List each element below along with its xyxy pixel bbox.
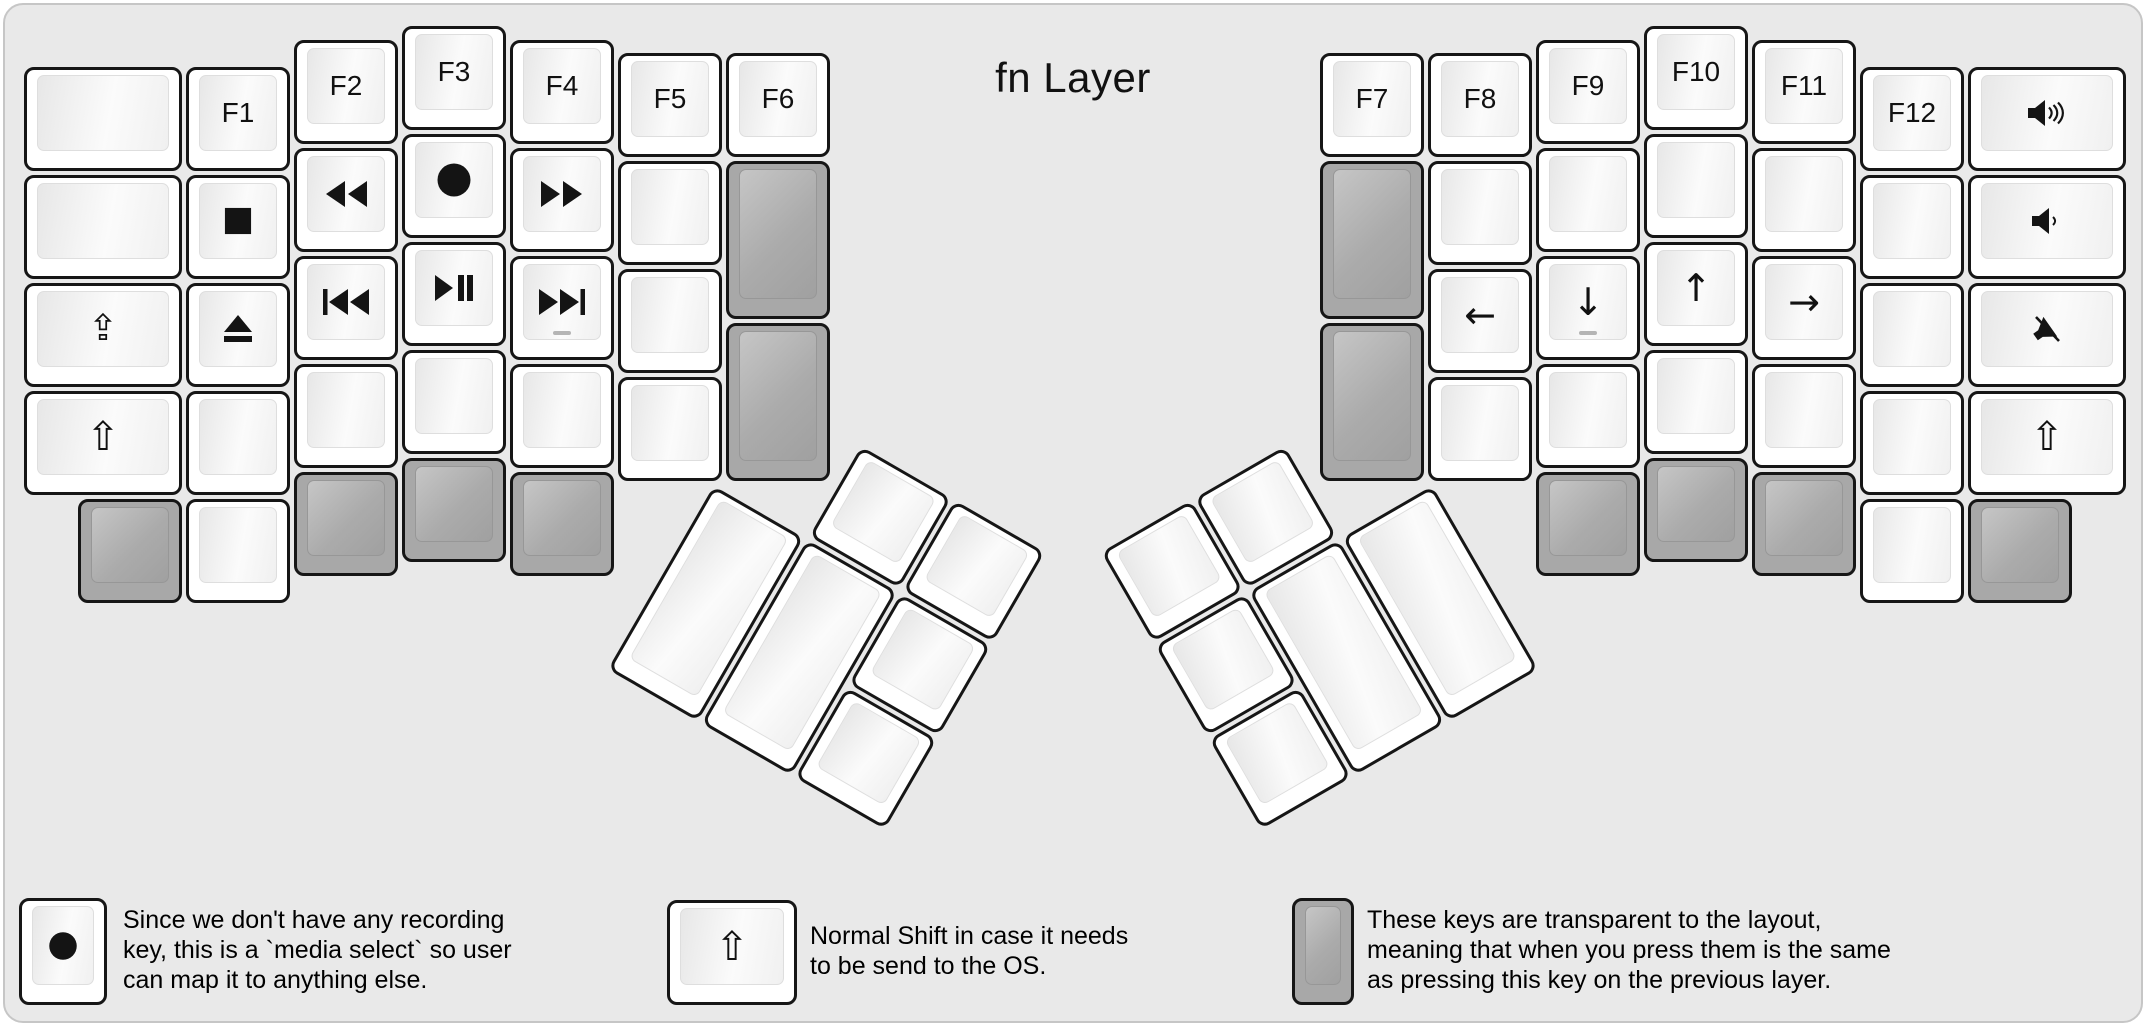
shift-icon: ⇧ xyxy=(2030,413,2064,460)
blank-key[interactable] xyxy=(402,350,506,454)
blank-key[interactable] xyxy=(24,174,182,279)
f5-key[interactable]: F5 xyxy=(618,53,722,157)
key-label: F5 xyxy=(653,83,687,114)
transparent-key[interactable] xyxy=(78,498,182,603)
volume-down-icon xyxy=(2030,206,2064,236)
arrow-down-key[interactable]: ↓ xyxy=(1536,255,1640,360)
arrow-left-icon: ← xyxy=(1464,293,1496,337)
transparent-key[interactable] xyxy=(726,161,830,319)
record-key[interactable] xyxy=(402,134,506,238)
play-pause-icon xyxy=(434,274,474,302)
blank-key[interactable] xyxy=(1644,350,1748,454)
f2-key[interactable]: F2 xyxy=(294,39,398,144)
f3-key[interactable]: F3 xyxy=(402,26,506,130)
f6-key[interactable]: F6 xyxy=(726,53,830,157)
key-label: F12 xyxy=(1887,96,1937,128)
transparent-key[interactable] xyxy=(1536,471,1640,576)
stop-key[interactable] xyxy=(186,174,290,279)
eject-key[interactable] xyxy=(186,282,290,387)
key-label: F11 xyxy=(1780,69,1828,101)
shift-key[interactable]: ⇧ xyxy=(24,390,182,495)
key-label: F8 xyxy=(1463,83,1497,114)
blank-key[interactable] xyxy=(294,363,398,468)
mute-icon xyxy=(2029,313,2065,345)
transparent-key[interactable] xyxy=(1752,471,1856,576)
key-label: F10 xyxy=(1671,56,1721,87)
arrow-up-icon: ↑ xyxy=(1680,266,1712,310)
f7-key[interactable]: F7 xyxy=(1320,53,1424,157)
blank-key[interactable] xyxy=(1860,390,1964,495)
stop-icon xyxy=(224,207,252,235)
shift-icon: ⇧ xyxy=(86,413,120,460)
caps-lock-key[interactable]: ⇪ xyxy=(24,282,182,387)
blank-key[interactable] xyxy=(1428,161,1532,265)
blank-key[interactable] xyxy=(618,377,722,481)
transparent-key[interactable] xyxy=(1320,323,1424,481)
blank-key[interactable] xyxy=(1752,363,1856,468)
blank-key[interactable] xyxy=(1428,377,1532,481)
volume-up-icon xyxy=(2026,98,2068,128)
blank-key[interactable] xyxy=(510,363,614,468)
f1-key[interactable]: F1 xyxy=(186,66,290,171)
volume-up-key[interactable] xyxy=(1968,66,2126,171)
blank-key[interactable] xyxy=(1860,174,1964,279)
key-label: F1 xyxy=(221,96,255,128)
blank-key[interactable] xyxy=(1536,147,1640,252)
transparent-key[interactable] xyxy=(726,323,830,481)
blank-key[interactable] xyxy=(24,66,182,171)
layer-title: fn Layer xyxy=(995,54,1151,101)
blank-key[interactable] xyxy=(1860,282,1964,387)
fast-forward-icon xyxy=(540,180,584,208)
previous-track-icon xyxy=(322,288,370,316)
key-label: F7 xyxy=(1355,83,1389,114)
arrow-right-icon: → xyxy=(1788,279,1820,324)
key-label: F9 xyxy=(1571,69,1605,101)
rewind-icon xyxy=(324,180,368,208)
transparent-key[interactable] xyxy=(294,471,398,576)
arrow-down-icon: ↓ xyxy=(1572,279,1604,324)
transparent-key[interactable] xyxy=(510,471,614,576)
blank-key[interactable] xyxy=(1752,147,1856,252)
transparent-key[interactable] xyxy=(1968,498,2072,603)
f8-key[interactable]: F8 xyxy=(1428,53,1532,157)
caps-lock-icon: ⇪ xyxy=(87,307,119,349)
f12-key[interactable]: F12 xyxy=(1860,66,1964,171)
key-label: F2 xyxy=(329,69,363,101)
key-label: F4 xyxy=(545,69,579,101)
play-pause-key[interactable] xyxy=(402,242,506,346)
next-track-icon xyxy=(538,288,586,316)
volume-down-key[interactable] xyxy=(1968,174,2126,279)
next-track-key[interactable] xyxy=(510,255,614,360)
transparent-key[interactable] xyxy=(1644,458,1748,562)
blank-key[interactable] xyxy=(186,390,290,495)
previous-track-key[interactable] xyxy=(294,255,398,360)
blank-key[interactable] xyxy=(1536,363,1640,468)
fast-forward-key[interactable] xyxy=(510,147,614,252)
homing-bar xyxy=(1579,330,1597,335)
blank-key[interactable] xyxy=(618,161,722,265)
transparent-key[interactable] xyxy=(402,458,506,562)
record-icon xyxy=(436,162,472,198)
transparent-key[interactable] xyxy=(1320,161,1424,319)
blank-key[interactable] xyxy=(186,498,290,603)
key-label: F6 xyxy=(761,83,795,114)
f9-key[interactable]: F9 xyxy=(1536,39,1640,144)
mute-key[interactable] xyxy=(1968,282,2126,387)
blank-key[interactable] xyxy=(1860,498,1964,603)
rewind-key[interactable] xyxy=(294,147,398,252)
arrow-right-key[interactable]: → xyxy=(1752,255,1856,360)
eject-icon xyxy=(221,314,255,344)
f11-key[interactable]: F11 xyxy=(1752,39,1856,144)
arrow-left-key[interactable]: ← xyxy=(1428,269,1532,373)
homing-bar xyxy=(553,330,571,335)
shift-key[interactable]: ⇧ xyxy=(1968,390,2126,495)
blank-key[interactable] xyxy=(1644,134,1748,238)
f4-key[interactable]: F4 xyxy=(510,39,614,144)
f10-key[interactable]: F10 xyxy=(1644,26,1748,130)
arrow-up-key[interactable]: ↑ xyxy=(1644,242,1748,346)
key-label: F3 xyxy=(437,56,471,87)
blank-key[interactable] xyxy=(618,269,722,373)
